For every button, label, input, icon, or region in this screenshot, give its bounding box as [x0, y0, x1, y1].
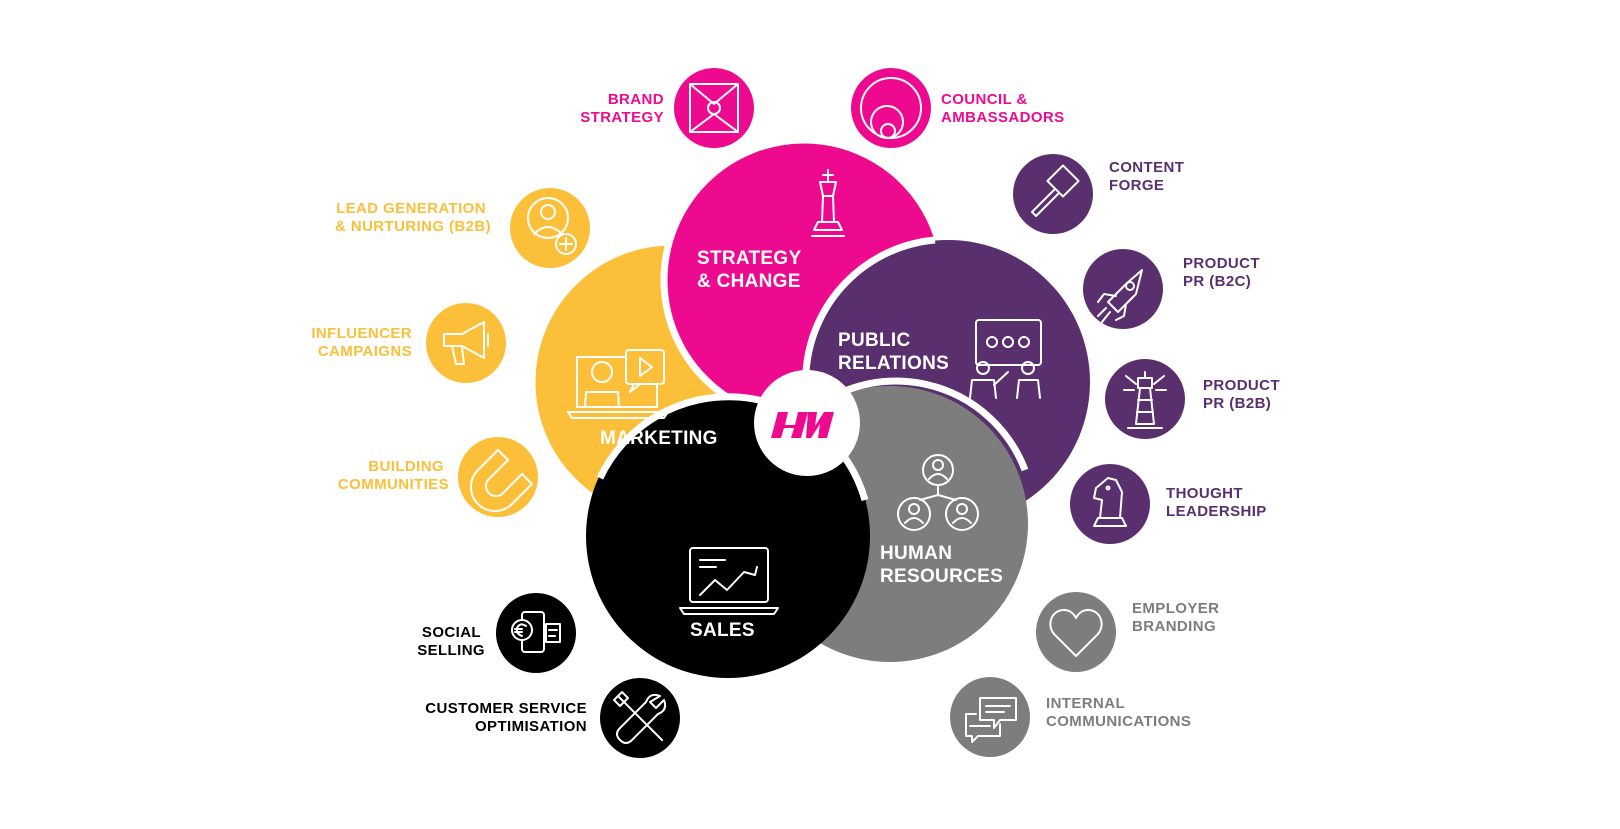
employer-branding-label-2: BRANDING [1132, 618, 1216, 635]
strategy-title-line2: & CHANGE [697, 271, 801, 292]
chess-king-icon [811, 169, 845, 237]
center-logo-circle [754, 370, 860, 476]
council-label-2: AMBASSADORS [941, 109, 1065, 126]
brand-strategy-label-2: STRATEGY [580, 109, 664, 126]
lead-generation-label-1: LEAD GENERATION [336, 200, 486, 217]
influencer-label-1: INFLUENCER [311, 325, 412, 342]
customer-service-label-1: CUSTOMER SERVICE [425, 700, 587, 717]
thought-leadership-label-1: THOUGHT [1166, 485, 1243, 502]
pr-title-line1: PUBLIC [838, 330, 911, 351]
sales-title: SALES [690, 620, 755, 641]
tools-icon [613, 691, 667, 744]
influencer-label-2: CAMPAIGNS [318, 343, 412, 360]
social-selling-badge[interactable] [496, 593, 576, 673]
product-pr-b2b-label-2: PR (B2B) [1203, 395, 1271, 412]
communities-label-2: COMMUNITIES [338, 476, 449, 493]
lighthouse-icon [1123, 371, 1167, 429]
frame-target-icon [689, 83, 739, 133]
nested-circles-icon [860, 77, 922, 139]
strategy-title-line1: STRATEGY [697, 248, 801, 269]
megaphone-icon [443, 321, 489, 365]
product-pr-b2c-badge[interactable] [1083, 249, 1163, 329]
product-pr-b2b-label-1: PRODUCT [1203, 377, 1280, 394]
social-selling-label-1: SOCIAL [422, 624, 481, 641]
council-badge[interactable] [851, 68, 931, 148]
people-network-icon [897, 454, 979, 531]
rocket-icon [1097, 269, 1143, 323]
heart-icon [1049, 609, 1103, 657]
lead-generation-label-2: & NURTURING (B2B) [335, 218, 491, 235]
content-forge-label-2: FORGE [1109, 177, 1164, 194]
internal-comms-badge[interactable] [950, 677, 1030, 757]
hr-title-line1: HUMAN [880, 543, 952, 564]
chat-bubbles-icon [965, 697, 1017, 743]
product-pr-b2c-label-2: PR (B2C) [1183, 273, 1251, 290]
employer-branding-label-1: EMPLOYER [1132, 600, 1219, 617]
video-screen-icon [567, 349, 669, 419]
person-plus-icon [527, 197, 577, 255]
customer-service-label-2: OPTIMISATION [475, 718, 587, 735]
social-selling-label-2: SELLING [417, 642, 485, 659]
chess-knight-icon [1093, 477, 1127, 527]
council-label-1: COUNCIL & [941, 91, 1028, 108]
pr-title-line2: RELATIONS [838, 353, 949, 374]
magnet-icon [469, 449, 533, 513]
hw-logo [771, 412, 834, 438]
pr-edge [802, 236, 936, 373]
brand-strategy-label-1: BRAND [608, 91, 664, 108]
employer-branding-badge[interactable] [1036, 592, 1116, 672]
communities-label-1: BUILDING [368, 458, 444, 475]
presentation-icon [969, 319, 1042, 399]
hammer-icon [1031, 164, 1080, 217]
thought-leadership-badge[interactable] [1070, 464, 1150, 544]
hr-title-line2: RESOURCES [880, 566, 1003, 587]
brand-strategy-badge[interactable] [674, 68, 754, 148]
internal-comms-label-2: COMMUNICATIONS [1046, 713, 1191, 730]
marketing-title: MARKETING [600, 428, 718, 449]
content-forge-badge[interactable] [1013, 154, 1093, 234]
phone-euro-icon [511, 611, 561, 653]
influencer-badge[interactable] [426, 303, 506, 383]
thought-leadership-label-2: LEADERSHIP [1166, 503, 1267, 520]
content-forge-label-1: CONTENT [1109, 159, 1184, 176]
product-pr-b2c-label-1: PRODUCT [1183, 255, 1260, 272]
laptop-chart-icon [679, 547, 779, 615]
internal-comms-label-1: INTERNAL [1046, 695, 1125, 712]
